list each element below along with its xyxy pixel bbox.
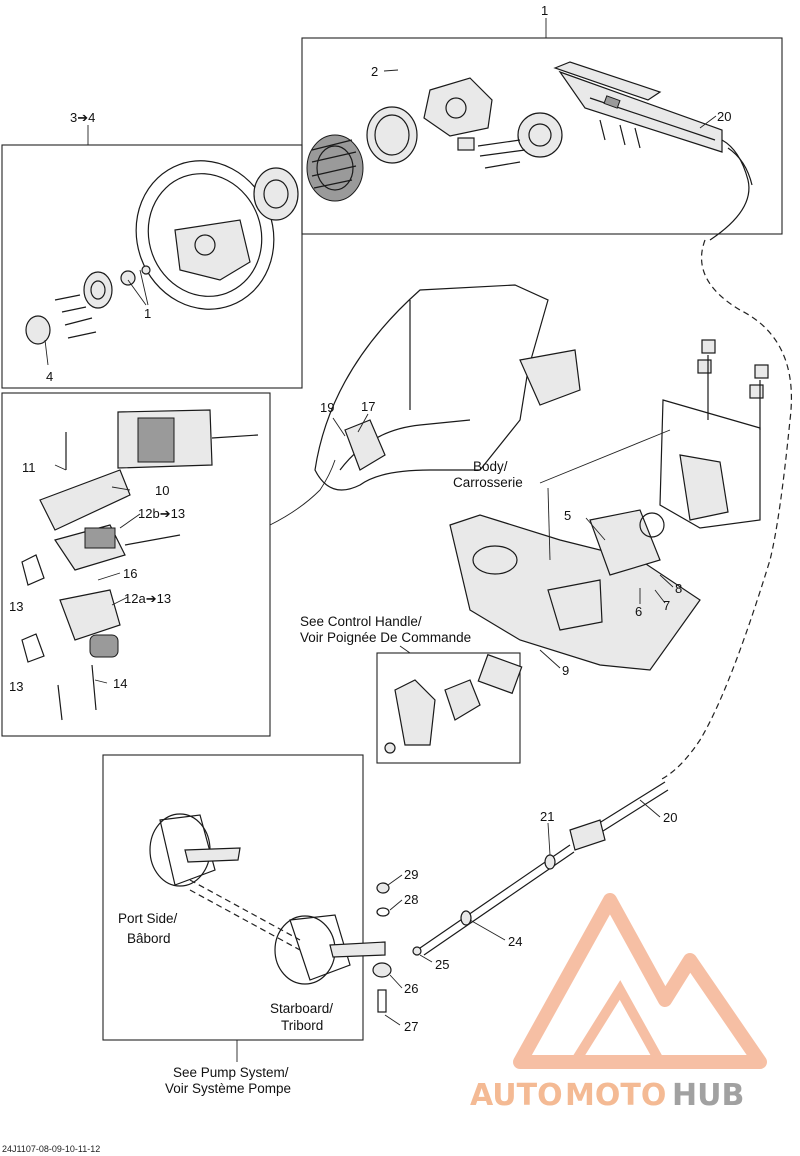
label-26: 26 [404,981,418,996]
label-1-top: 1 [541,3,548,18]
label-starboard-1: Starboard/ [270,1001,333,1016]
label-see-control-1: See Control Handle/ [300,614,422,629]
label-25: 25 [435,957,449,972]
label-21: 21 [540,809,554,824]
label-13-b: 13 [9,679,23,694]
watermark-hub: HUB [672,1078,744,1113]
label-see-pump-2: Voir Système Pompe [165,1081,291,1096]
label-8: 8 [675,581,682,596]
label-9: 9 [562,663,569,678]
watermark-text: AUTO MOTO HUB [470,1078,744,1113]
pump-box [102,754,364,1041]
label-19: 19 [320,400,334,415]
label-5: 5 [564,508,571,523]
label-28: 28 [404,892,418,907]
body-shell-drawing [314,284,581,491]
side-bracket-drawing [659,339,769,529]
linkage-drawing [21,409,259,721]
reference-code: 24J1107-08-09-10-11-12 [2,1144,100,1154]
label-12b: 12b➔13 [138,506,185,521]
label-20-top: 20 [717,109,731,124]
wheel-box [1,144,303,389]
watermark-moto: MOTO [565,1078,666,1113]
label-24: 24 [508,934,522,949]
label-11: 11 [22,460,36,475]
label-port-1: Port Side/ [118,911,178,926]
label-13-a: 13 [9,599,23,614]
control-housing-drawing [449,509,701,671]
label-2: 2 [371,64,378,79]
control-handle-drawing [384,653,523,754]
label-29: 29 [404,867,418,882]
label-14: 14 [113,676,127,691]
pump-nozzle-drawing [149,813,392,1013]
cable-drawing [412,239,792,956]
label-6: 6 [635,604,642,619]
labels: 1 2 3➔4 20 1 4 19 17 Body/ Carrosserie 1… [2,3,731,1154]
label-starboard-2: Tribord [281,1018,323,1033]
steering-column-drawing [306,61,753,241]
linkage-box [1,392,271,737]
label-4: 4 [46,369,53,384]
label-body: Body/ [473,459,508,474]
label-carrosserie: Carrosserie [453,475,523,490]
label-see-pump-1: See Pump System/ [173,1065,289,1080]
column-box [301,37,783,235]
label-see-control-2: Voir Poignée De Commande [300,630,471,645]
label-port-2: Bâbord [127,931,171,946]
label-27: 27 [404,1019,418,1034]
label-16: 16 [123,566,137,581]
watermark-logo-icon [513,893,767,1069]
label-20-bottom: 20 [663,810,677,825]
label-1-wheel: 1 [144,306,151,321]
control-handle-box [376,652,521,764]
label-12a: 12a➔13 [124,591,171,606]
steering-wheel-drawing [25,160,299,345]
label-7: 7 [663,598,670,613]
label-10: 10 [155,483,169,498]
leader-lines [44,18,717,1062]
label-17: 17 [361,399,375,414]
label-3-to-4: 3➔4 [70,110,95,125]
linkage-connector [269,459,336,526]
watermark-auto: AUTO [470,1078,563,1113]
